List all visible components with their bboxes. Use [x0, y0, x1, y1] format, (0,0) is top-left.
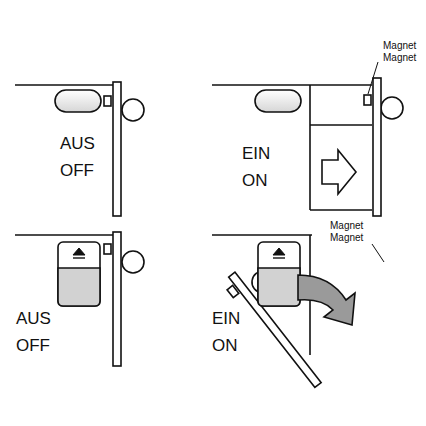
part-label: Magnet Magnet [383, 40, 423, 64]
state-label: AUS OFF [16, 305, 64, 359]
closed-panel-top [15, 82, 144, 216]
state-label: EIN ON [212, 305, 260, 359]
closed-panel-bottom [15, 232, 144, 366]
state-label: AUS OFF [60, 130, 108, 184]
open-panel-top [212, 62, 403, 216]
open-panel-bottom [212, 235, 384, 393]
part-label: Magnet Magnet [330, 220, 370, 244]
state-label: EIN ON [242, 140, 290, 194]
